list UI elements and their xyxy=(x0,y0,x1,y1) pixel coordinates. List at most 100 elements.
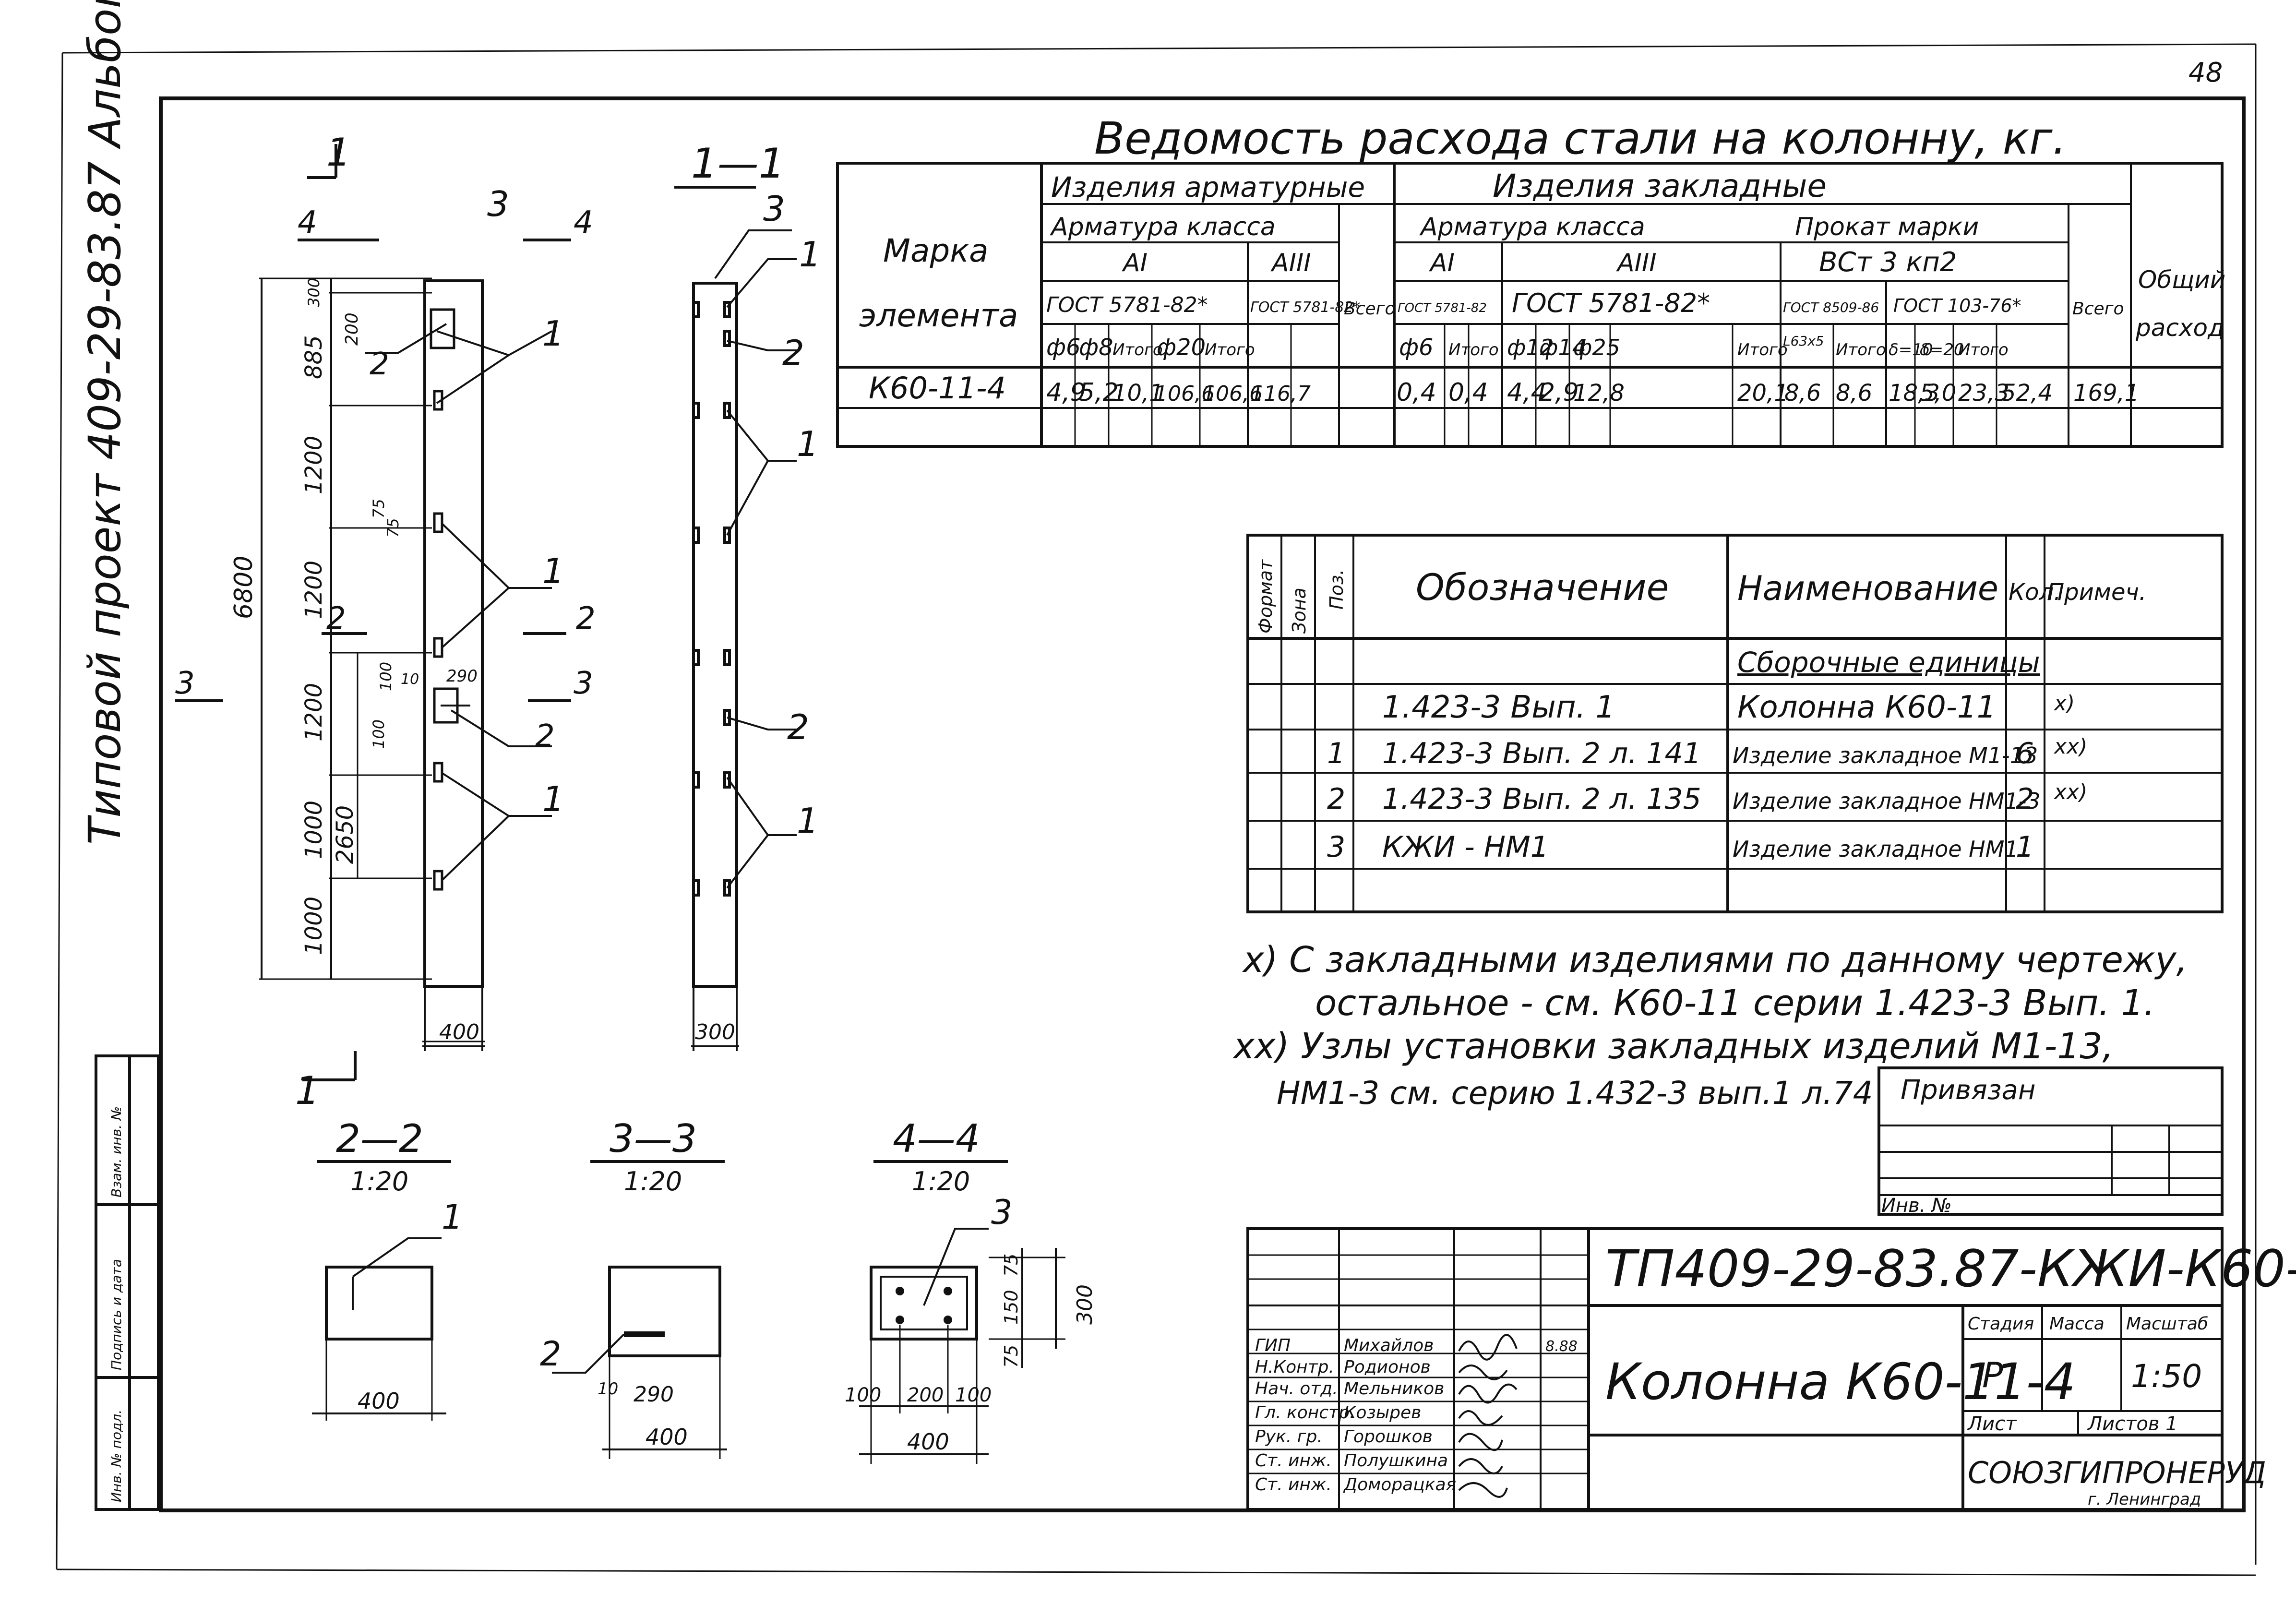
sec44-dim-300: 300 xyxy=(1073,1284,1097,1325)
sec44-pos: 3 xyxy=(991,1193,1013,1232)
tb-person-2: Родионов xyxy=(1344,1357,1431,1377)
spec-r3-naim: Изделие закладное НМ1-3 xyxy=(1733,788,2041,814)
title-block-text: ТП409-29-83.87-КЖИ-К60-11-4 Колонна К60-… xyxy=(1255,1239,2296,1509)
row-v19: 169,1 xyxy=(2073,380,2139,407)
obshchiy-1: Общий xyxy=(2138,266,2225,294)
sub-2: Итого xyxy=(1112,340,1163,359)
spec-r3-oboz: 1.423-3 Вып. 2 л. 135 xyxy=(1382,782,1701,816)
spec-r2-prim: xx) xyxy=(2053,734,2087,759)
section-3-3: 3—3 1:20 2 10 290 400 xyxy=(540,1116,727,1459)
spec-h-format: Формат xyxy=(1255,559,1276,634)
sec33-scale: 1:20 xyxy=(624,1166,682,1197)
tb-list: Лист xyxy=(1967,1413,2017,1435)
section-mark-4-left: 4 xyxy=(298,205,317,240)
album-side-text: Типовой проект 409-29-83.87 Альбом 3 xyxy=(79,0,131,845)
mark-header-1: Марка xyxy=(883,232,989,269)
row-v2: 5,2 xyxy=(1079,378,1119,407)
sub-14: δ=20 xyxy=(1920,340,1964,359)
section-mark-2-right: 2 xyxy=(576,601,596,636)
side-pos-2a: 2 xyxy=(782,333,804,373)
spec-r4-naim: Изделие закладное НМ1 xyxy=(1733,836,2019,862)
row-v8: 0,4 xyxy=(1448,378,1488,407)
gost-5781-c: ГОСТ 5781-82 xyxy=(1398,301,1487,315)
dim-885: 885 xyxy=(300,335,327,379)
dim-75-a: 75 xyxy=(370,499,388,518)
spec-h-poz: Поз. xyxy=(1326,569,1347,610)
row-v7: 0,4 xyxy=(1397,378,1436,407)
row-v13: 8,6 xyxy=(1784,380,1821,407)
gost-103: ГОСТ 103-76* xyxy=(1893,295,2021,316)
dim-290: 290 xyxy=(446,667,478,686)
spec-r2-kol: 6 xyxy=(2016,737,2034,770)
sub-8: ф14 xyxy=(1539,335,1586,360)
spec-h-kol: Кол. xyxy=(2009,579,2061,606)
left-stamp-inv: Инв. № подл. xyxy=(108,1410,124,1502)
sheet-frame xyxy=(56,43,2257,1576)
sec33-dim-290: 290 xyxy=(634,1382,674,1407)
spec-r2-naim: Изделие закладное М1-13 xyxy=(1733,742,2038,768)
armatura-klassa: Арматура класса xyxy=(1050,213,1276,241)
dim-200: 200 xyxy=(342,312,362,346)
steel-table-subheads: ф6 ф8 Итого ф20 Итого ф6 Итого ф12 ф14 ф… xyxy=(1046,333,2009,361)
armatura-klassa-2: Арматура класса xyxy=(1419,213,1645,241)
dim-2650: 2650 xyxy=(332,805,359,864)
sub-10: Итого xyxy=(1737,340,1788,359)
spec-r1-oboz: 1.423-3 Вып. 1 xyxy=(1382,690,1615,725)
sub-13: δ=10 xyxy=(1889,340,1933,359)
tb-person-7: Доморацкая xyxy=(1343,1475,1456,1495)
vsego-1: Всего xyxy=(1344,299,1396,319)
group-zak: Изделия закладные xyxy=(1493,168,1827,204)
privyazan-block xyxy=(1877,1066,2224,1216)
spec-r1-prim: x) xyxy=(2053,691,2075,716)
tb-city: г. Ленинград xyxy=(2088,1490,2201,1509)
sub-0: ф6 xyxy=(1046,334,1081,361)
pos-label-2b: 2 xyxy=(535,718,555,754)
section-mark-4-right: 4 xyxy=(574,205,593,240)
note-3: xx) Узлы установки закладных изделий М1-… xyxy=(1232,1026,2114,1067)
row-v10: 2,9 xyxy=(1539,378,1579,407)
tb-stadiya-label: Стадия xyxy=(1968,1314,2034,1334)
spec-r3-kol: 2 xyxy=(2016,782,2034,816)
sub-7: ф12 xyxy=(1507,335,1554,360)
row-v18: 52,4 xyxy=(2001,380,2053,407)
column-elevation xyxy=(259,277,552,1051)
title-block-grid xyxy=(1246,1227,2224,1511)
spec-section: Сборочные единицы xyxy=(1737,646,2040,679)
prokat-marki: Прокат марки xyxy=(1795,213,1979,241)
sec44-dim-100b: 100 xyxy=(955,1384,992,1406)
side-pos-3: 3 xyxy=(763,189,785,229)
side-pos-1a: 1 xyxy=(799,234,821,275)
cls-vst: ВСт 3 кп2 xyxy=(1819,247,1957,278)
dim-1200-a: 1200 xyxy=(300,436,327,494)
spec-h-oboz: Обозначение xyxy=(1416,566,1669,609)
dim-10: 10 xyxy=(401,671,419,688)
row-v12: 20,1 xyxy=(1737,380,1789,407)
side-pos-1c: 1 xyxy=(797,801,819,841)
row-v16: 5,0 xyxy=(1920,380,1956,407)
steel-table-grid xyxy=(836,162,2224,448)
spec-table-grid xyxy=(1246,534,2224,913)
dim-100-a: 100 xyxy=(377,662,395,691)
sec22-pos: 1 xyxy=(442,1197,463,1237)
side-view xyxy=(674,186,797,1051)
left-stamp-sign: Подпись и дата xyxy=(108,1259,124,1370)
side-pos-2b: 2 xyxy=(787,707,809,747)
row-v1: 4,9 xyxy=(1046,378,1086,407)
sec44-dim-400: 400 xyxy=(907,1429,949,1455)
row-v5: 106,6 xyxy=(1202,382,1263,406)
privyazan-label: Привязан xyxy=(1901,1075,2035,1106)
tb-date: 8.88 xyxy=(1545,1338,1578,1355)
left-stamp-vzam: Взам. инв. № xyxy=(108,1106,124,1197)
row-v9: 4,4 xyxy=(1507,378,1547,407)
sub-3: ф20 xyxy=(1157,334,1206,361)
pos-label-3: 3 xyxy=(487,184,509,224)
side-title: 1—1 xyxy=(691,140,785,188)
gost-8509: ГОСТ 8509-86 xyxy=(1783,299,1879,315)
pos-label-1a: 1 xyxy=(542,313,564,354)
sec33-pos: 2 xyxy=(540,1334,562,1374)
notes: x) С закладными изделиями по данному чер… xyxy=(1232,939,2188,1112)
dim-100-b: 100 xyxy=(370,719,388,749)
section-mark-3-right: 3 xyxy=(574,666,593,701)
row-v6: 116,7 xyxy=(1250,382,1311,406)
